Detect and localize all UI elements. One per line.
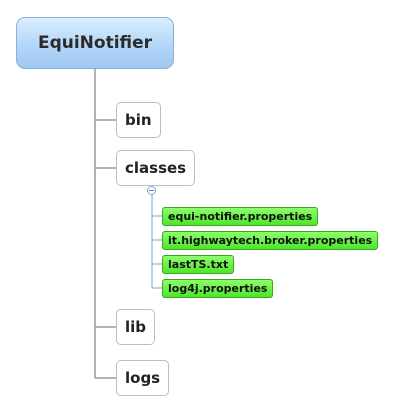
node-bin-label: bin (125, 111, 152, 129)
leaf-equi-notifier-properties[interactable]: equi-notifier.properties (162, 207, 319, 226)
collapse-minus-icon[interactable] (147, 186, 156, 195)
leaf-label: log4j.properties (168, 282, 268, 295)
node-bin[interactable]: bin (116, 102, 161, 138)
node-classes[interactable]: classes (116, 150, 196, 186)
leaf-broker-properties[interactable]: it.highwaytech.broker.properties (162, 231, 379, 250)
node-classes-label: classes (125, 159, 187, 177)
node-lib[interactable]: lib (116, 309, 156, 345)
node-logs[interactable]: logs (116, 360, 170, 396)
leaf-log4j-properties[interactable]: log4j.properties (162, 279, 274, 298)
root-node-label: EquiNotifier (37, 33, 153, 53)
node-lib-label: lib (125, 318, 147, 336)
root-node[interactable]: EquiNotifier (16, 17, 174, 69)
node-logs-label: logs (125, 369, 161, 387)
leaf-label: lastTS.txt (168, 258, 229, 271)
leaf-lastts-txt[interactable]: lastTS.txt (162, 255, 235, 274)
leaf-label: equi-notifier.properties (168, 210, 313, 223)
leaf-label: it.highwaytech.broker.properties (168, 234, 373, 247)
